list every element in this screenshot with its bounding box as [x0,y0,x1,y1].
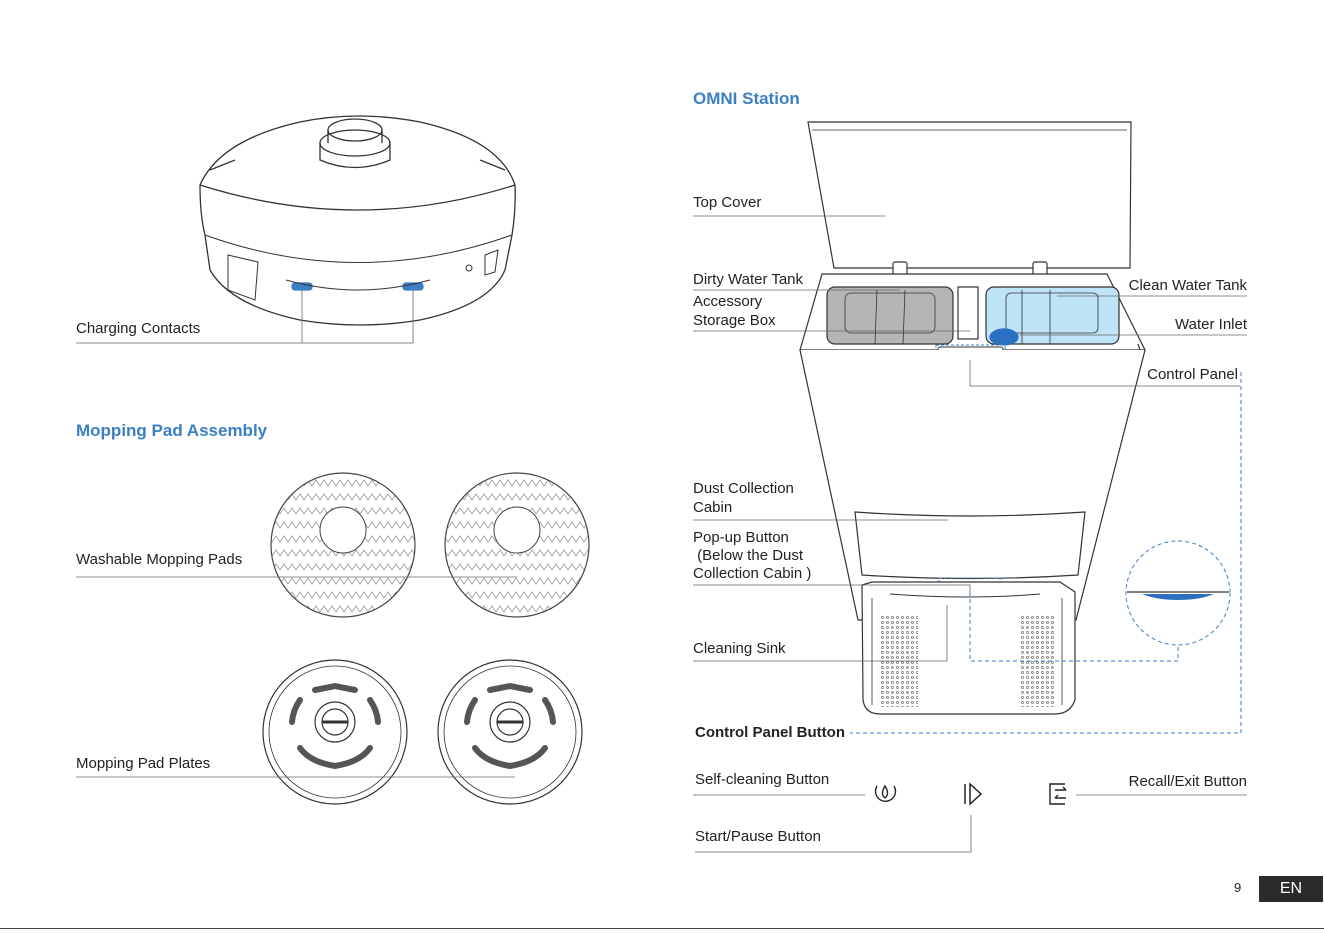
self-cleaning-button-label: Self-cleaning Button [695,771,830,788]
water-inlet-label: Water Inlet [1175,316,1247,333]
popup-button-label-line1: Pop-up Button [693,529,789,546]
omni-station-illustration [799,121,1146,715]
mopping-pad-assembly-heading: Mopping Pad Assembly [76,421,268,440]
station-leader-lines [693,215,1247,853]
control-panel-button-label: Control Panel Button [695,724,845,741]
accessory-label-line1: Accessory [693,293,763,310]
robot-vacuum-illustration [199,115,516,326]
top-cover-label: Top Cover [693,194,762,211]
recall-exit-button-label: Recall/Exit Button [1128,773,1247,790]
charging-contacts-label: Charging Contacts [76,320,201,337]
popup-button-zoom [1125,540,1231,646]
omni-station-heading: OMNI Station [693,89,800,108]
popup-button-label-line2: (Below the Dust [693,547,804,564]
dashed-blue-leaders [850,372,1242,734]
mopping-pad-plates-illustration [76,659,583,805]
start-pause-button-label: Start/Pause Button [695,828,821,845]
control-panel-label: Control Panel [1147,366,1238,383]
dirty-water-tank-label: Dirty Water Tank [693,271,804,288]
accessory-label-line2: Storage Box [693,312,776,329]
charging-contacts-leader [76,290,414,344]
dust-collection-label-line1: Dust Collection [693,480,794,497]
dust-collection-label-line2: Cabin [693,499,733,516]
washable-mopping-pads-illustration [76,472,590,618]
recall-exit-icon [1049,783,1067,805]
popup-button-label-line3: Collection Cabin ) [693,565,812,582]
page-number: 9 [1234,880,1242,895]
washable-mopping-pads-label: Washable Mopping Pads [76,551,243,568]
start-pause-icon [964,782,983,806]
mopping-pad-plates-label: Mopping Pad Plates [76,755,211,772]
clean-water-tank-label: Clean Water Tank [1128,277,1247,294]
page-bottom-rule [0,928,1324,929]
self-cleaning-icon [874,784,897,802]
cleaning-sink-label: Cleaning Sink [693,640,786,657]
language-badge: EN [1259,876,1323,902]
